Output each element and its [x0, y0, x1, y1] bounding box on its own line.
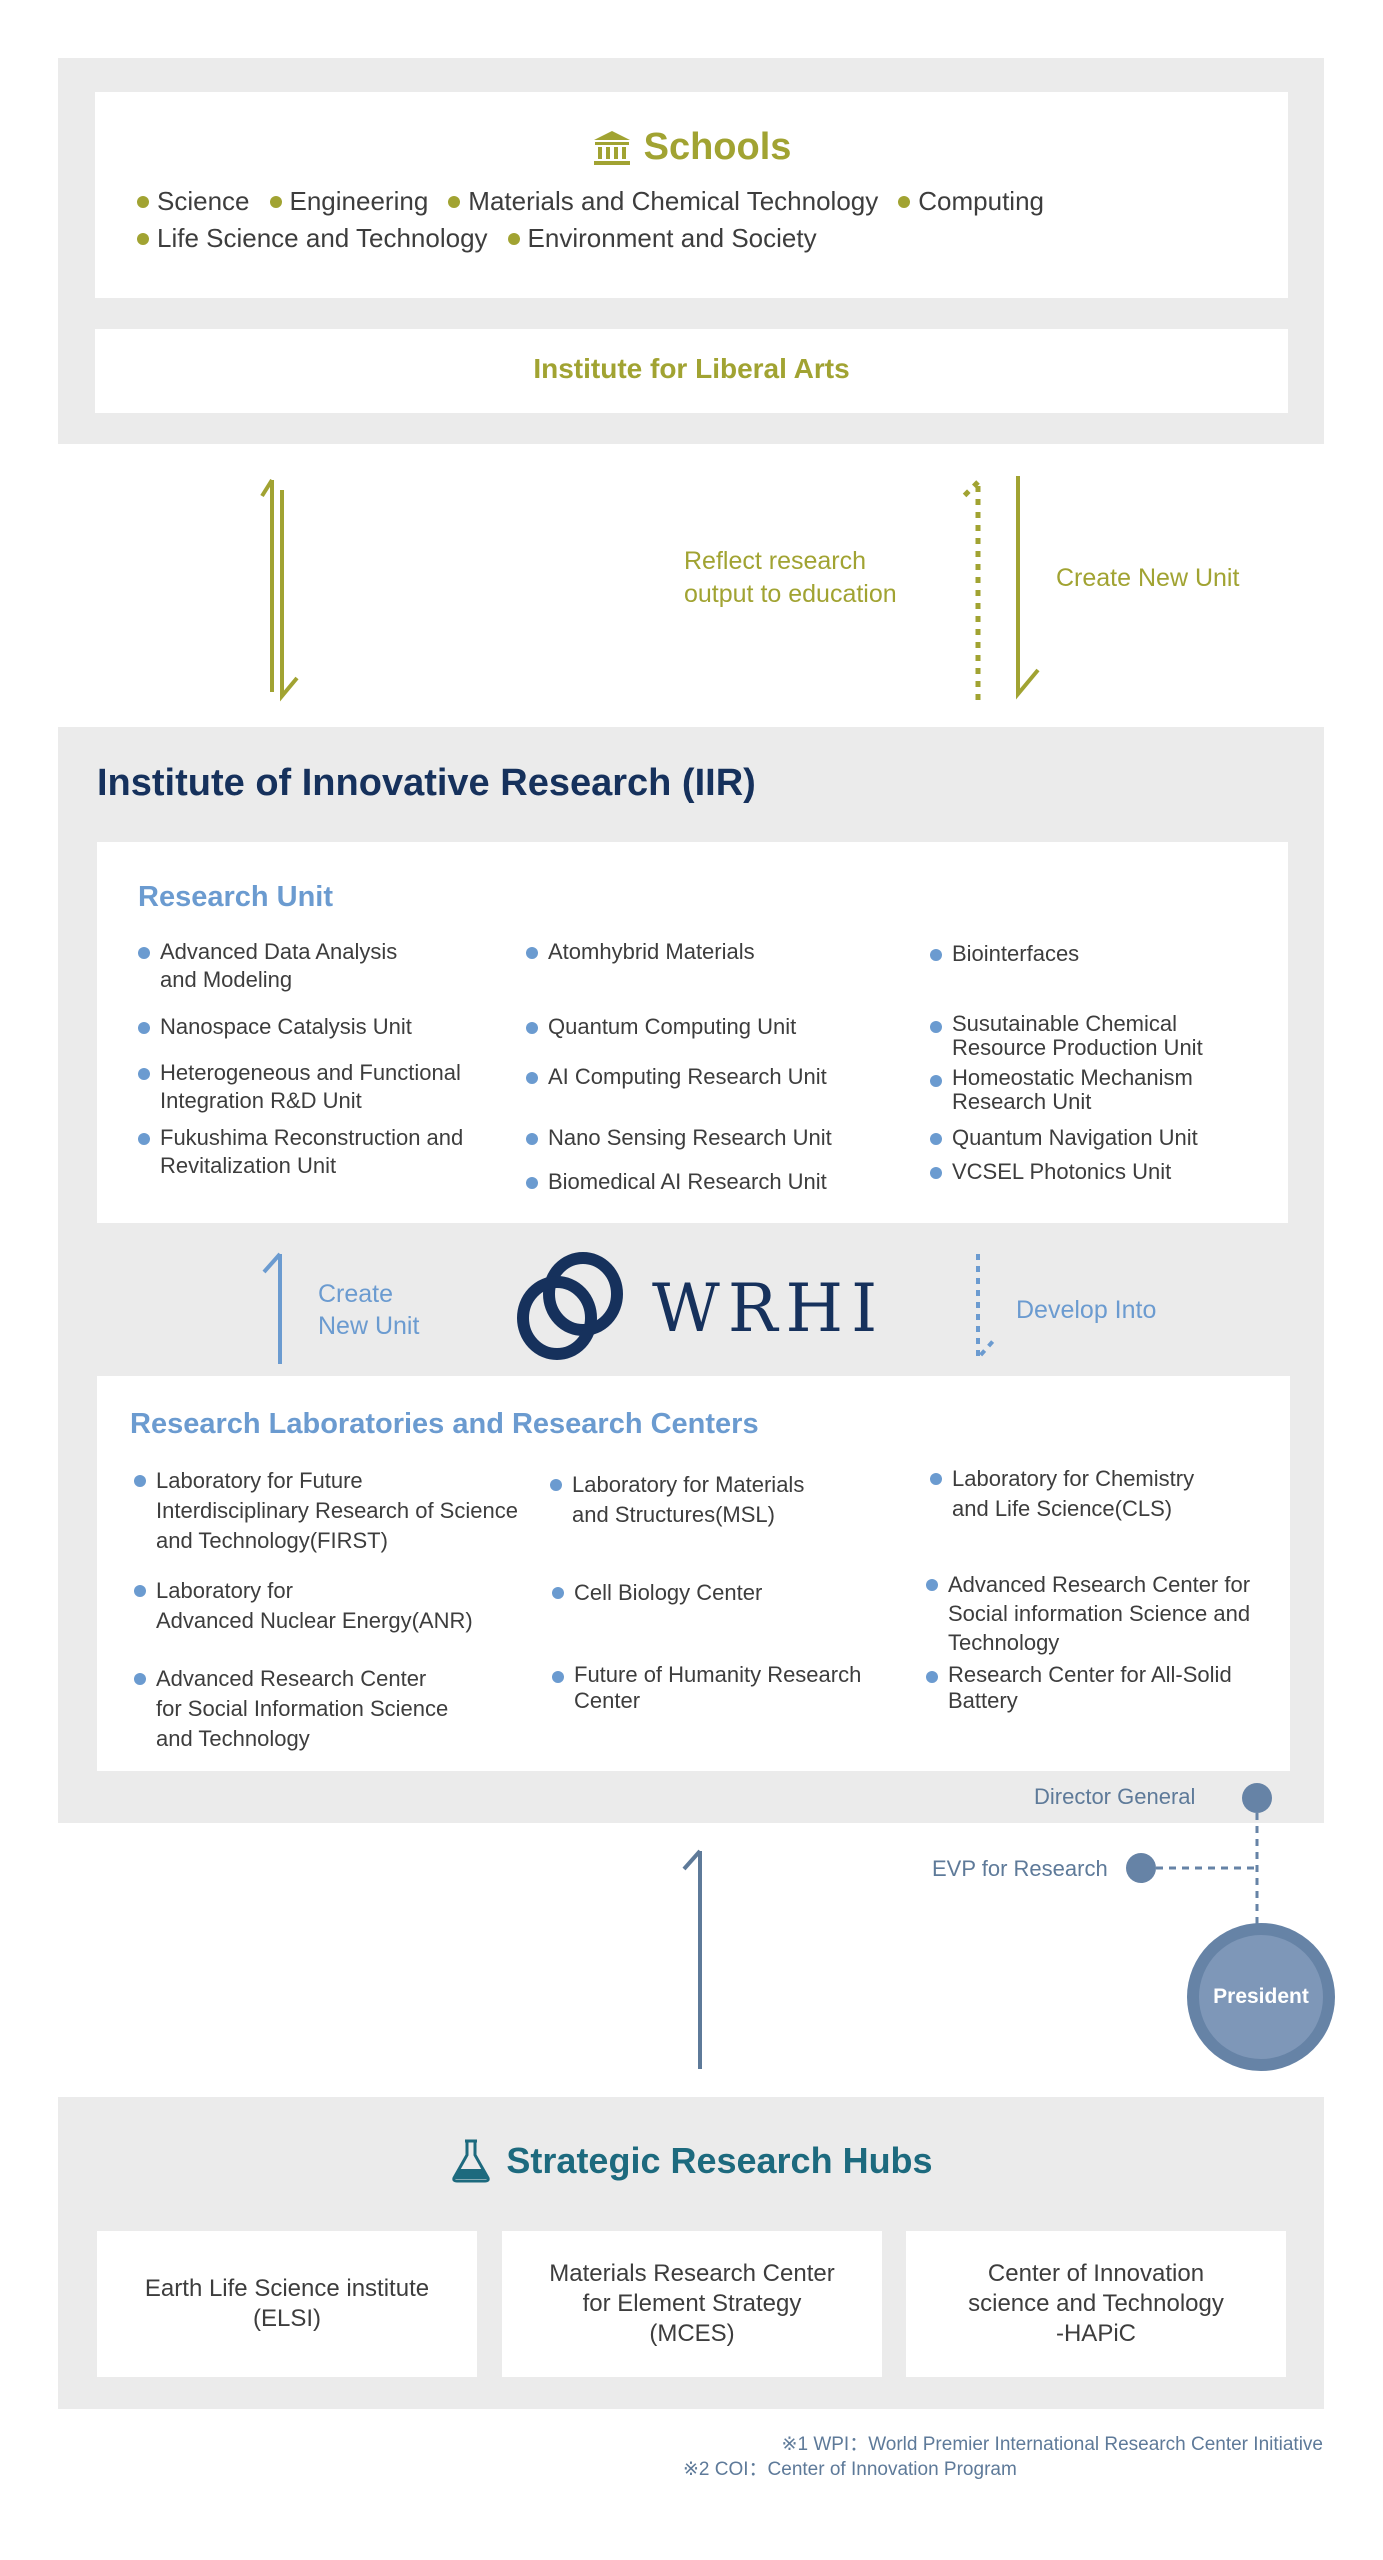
arrow-up-left — [260, 478, 274, 692]
schools-header: Schools — [0, 126, 1383, 169]
bullet-icon — [138, 947, 150, 959]
list-item: Fukushima Reconstruction and Revitalizat… — [138, 1124, 463, 1180]
list-item: Laboratory for Future Interdisciplinary … — [134, 1466, 518, 1556]
bullet-icon — [138, 1068, 150, 1080]
list-item: Quantum Computing Unit — [526, 1013, 796, 1041]
bullet-icon — [552, 1671, 564, 1683]
list-item: Nanospace Catalysis Unit — [138, 1013, 412, 1041]
arrow-develop-dotted — [976, 1254, 996, 1364]
evp-node-icon — [1126, 1853, 1156, 1883]
create-new-unit-label: Create New Unit — [1056, 564, 1240, 592]
hubs-title: Strategic Research Hubs — [506, 2140, 933, 2181]
bullet-icon — [926, 1671, 938, 1683]
list-item: Cell Biology Center — [552, 1578, 762, 1608]
reflect-research-label: Reflect research output to education — [684, 547, 897, 608]
bullet-icon — [138, 1022, 150, 1034]
bullet-icon — [507, 232, 520, 245]
evp-label: EVP for Research — [932, 1856, 1108, 1881]
hub-card-elsi: Earth Life Science institute (ELSI) — [97, 2231, 477, 2377]
list-item: Advanced Research Center for Social info… — [926, 1570, 1250, 1657]
list-item: Advanced Data Analysis and Modeling — [138, 938, 397, 994]
list-item: Laboratory for Advanced Nuclear Energy(A… — [134, 1576, 473, 1636]
bullet-icon — [526, 947, 538, 959]
list-item: Biomedical AI Research Unit — [526, 1168, 827, 1196]
bullet-icon — [930, 1075, 942, 1087]
list-item: Nano Sensing Research Unit — [526, 1124, 832, 1152]
school-item: Materials and Chemical Technology — [448, 186, 878, 217]
list-item: Laboratory for Chemistry and Life Scienc… — [930, 1464, 1194, 1524]
research-unit-title: Research Unit — [138, 881, 334, 913]
research-unit-card — [97, 842, 1288, 1223]
bullet-icon — [269, 195, 282, 208]
labs-title: Research Laboratories and Research Cente… — [130, 1408, 759, 1440]
school-list: Science Engineering Materials and Chemic… — [137, 186, 1137, 254]
bullet-icon — [526, 1177, 538, 1189]
school-item: Computing — [898, 186, 1044, 217]
director-node-icon — [1242, 1783, 1272, 1813]
list-item: Future of Humanity Research Center — [552, 1662, 861, 1714]
footnote-wpi: ※1 WPI：World Premier International Resea… — [781, 2434, 1323, 2455]
bullet-icon — [134, 1475, 146, 1487]
bullet-icon — [926, 1579, 938, 1591]
labs-card — [97, 1376, 1290, 1771]
wrhi-logo-icon — [517, 1252, 623, 1360]
institution-icon — [593, 130, 630, 165]
bullet-icon — [930, 1133, 942, 1145]
list-item: Advanced Research Center for Social Info… — [134, 1664, 448, 1754]
president-label: President — [1199, 1935, 1323, 2059]
arrow-hubs-up — [682, 1849, 702, 2069]
list-item: Research Center for All-Solid Battery — [926, 1662, 1232, 1714]
bullet-icon — [930, 1021, 942, 1033]
bullet-icon — [526, 1133, 538, 1145]
director-general-label: Director General — [1034, 1784, 1196, 1809]
wrhi-logo-text: WRHI — [652, 1270, 886, 1347]
arrow-create-up — [262, 1252, 282, 1364]
bullet-icon — [930, 1473, 942, 1485]
president-node: President — [1187, 1923, 1335, 2071]
arrow-create-down — [1016, 476, 1040, 700]
bullet-icon — [134, 1673, 146, 1685]
schools-card — [95, 92, 1288, 298]
schools-title: Schools — [643, 126, 792, 168]
hub-card-mces: Materials Research Center for Element St… — [502, 2231, 882, 2377]
bullet-icon — [137, 195, 149, 208]
liberal-arts-label: Institute for Liberal Arts — [533, 353, 850, 384]
bullet-icon — [552, 1587, 564, 1599]
develop-into-label: Develop Into — [1016, 1296, 1157, 1324]
bullet-icon — [134, 1585, 146, 1597]
bullet-icon — [448, 195, 461, 208]
hubs-header: Strategic Research Hubs — [0, 2138, 1383, 2184]
bullet-icon — [550, 1479, 562, 1491]
list-item: Homeostatic Mechanism Research Unit — [930, 1066, 1193, 1114]
connector-arrows-top — [260, 476, 1040, 702]
bullet-icon — [930, 949, 942, 961]
arrow-down-left — [280, 490, 299, 702]
school-item: Life Science and Technology — [137, 223, 488, 254]
list-item: Biointerfaces — [930, 940, 1079, 968]
footnote-coi: ※2 COI：Center of Innovation Program — [683, 2459, 1017, 2480]
bullet-icon — [138, 1133, 150, 1145]
create-new-unit-mid-label: Create New Unit — [318, 1280, 420, 1340]
list-item: Heterogeneous and Functional Integration… — [138, 1059, 461, 1115]
list-item: VCSEL Photonics Unit — [930, 1158, 1171, 1186]
arrow-reflect-dotted — [960, 480, 981, 700]
iir-title: Institute of Innovative Research (IIR) — [97, 762, 756, 804]
list-item: Quantum Navigation Unit — [930, 1124, 1198, 1152]
bullet-icon — [526, 1072, 538, 1084]
bullet-icon — [526, 1022, 538, 1034]
list-item: Laboratory for Materials and Structures(… — [550, 1470, 804, 1530]
liberal-arts-card — [95, 329, 1288, 413]
governance-connectors — [1126, 1783, 1272, 1940]
school-item: Science — [137, 186, 250, 217]
school-item: Environment and Society — [507, 223, 817, 254]
bullet-icon — [137, 232, 149, 245]
bullet-icon — [930, 1167, 942, 1179]
flask-icon — [452, 2139, 491, 2183]
hub-card-hapic: Center of Innovation science and Technol… — [906, 2231, 1286, 2377]
school-item: Engineering — [269, 186, 428, 217]
bullet-icon — [898, 195, 911, 208]
list-item: Atomhybrid Materials — [526, 938, 755, 966]
list-item: AI Computing Research Unit — [526, 1063, 827, 1091]
list-item: Susutainable Chemical Resource Productio… — [930, 1012, 1203, 1060]
